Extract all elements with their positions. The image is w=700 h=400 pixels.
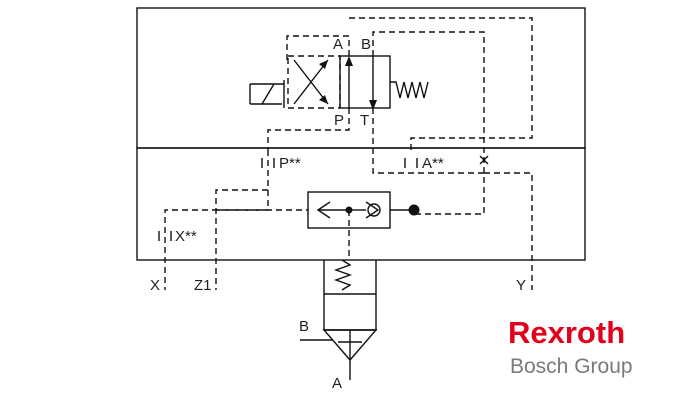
label-port-p-star: P**	[279, 155, 301, 172]
junction-dot	[408, 204, 420, 216]
main-valve-housing	[136, 147, 586, 261]
pilot-line-a	[286, 35, 350, 60]
label-port-z1: Z1	[194, 277, 212, 294]
pilot-line-p	[267, 108, 350, 150]
x-mark	[479, 155, 489, 165]
pilot-line-b	[372, 31, 485, 215]
pilot-line-y	[484, 172, 533, 290]
label-port-p: P	[334, 112, 344, 129]
label-port-a-top: A	[333, 36, 343, 53]
label-port-b-top: B	[361, 36, 371, 53]
shuttle-valve	[307, 191, 414, 229]
label-port-b-bottom: B	[299, 318, 309, 335]
label-port-y: Y	[516, 277, 526, 294]
brand-group: Bosch Group	[510, 355, 633, 378]
pilot-line-outer	[349, 17, 533, 150]
pilot-line-t	[372, 108, 484, 174]
label-port-x: X	[150, 277, 160, 294]
port-ticks	[158, 158, 418, 241]
directional-valve-symbol	[249, 55, 429, 110]
cartridge-valve	[300, 259, 378, 380]
label-port-t: T	[360, 112, 369, 129]
label-port-x-star: X**	[175, 228, 197, 245]
label-port-a-star: A**	[422, 155, 444, 172]
label-port-a-bottom: A	[332, 375, 342, 392]
pilot-line-z1	[215, 150, 269, 290]
brand-name: Rexroth	[508, 315, 625, 350]
